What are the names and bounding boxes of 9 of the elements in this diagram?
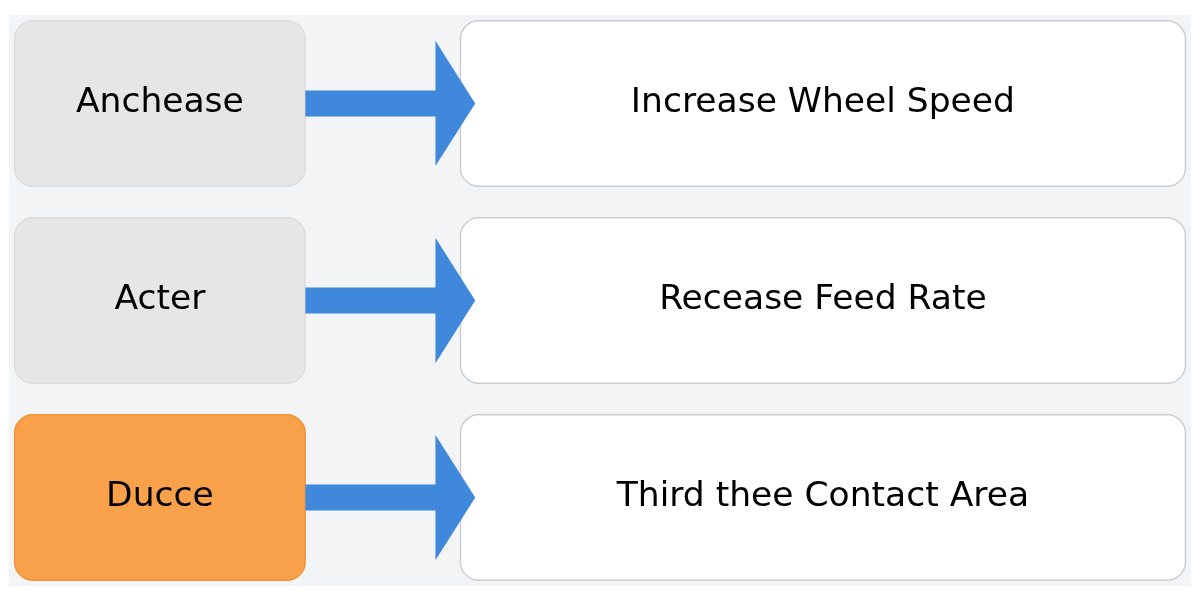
node-box: Recease Feed Rate (459, 216, 1187, 384)
arrow (305, 237, 476, 363)
node-box: Third thee Contact Area (459, 413, 1187, 581)
arrow (305, 40, 476, 166)
node-box: Acter (13, 216, 306, 384)
node-box: Anchease (13, 19, 306, 187)
arrow (305, 434, 476, 560)
node-box: Increase Wheel Speed (459, 19, 1187, 187)
node-box: Ducce (13, 413, 306, 581)
